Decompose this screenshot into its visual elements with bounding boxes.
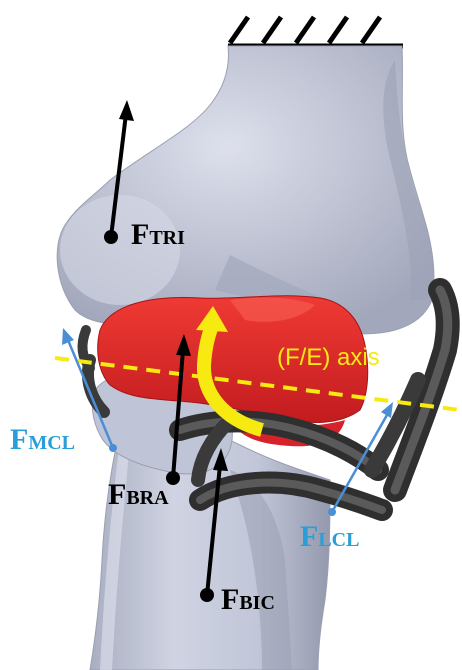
force-lcl-point (328, 508, 336, 516)
label-f-lcl: FLCL (300, 522, 359, 552)
label-f-bra-sub: BRA (126, 487, 168, 509)
label-f-bic: FBIC (221, 585, 275, 615)
label-f-tri: FTRI (131, 220, 185, 250)
force-mcl-point (109, 444, 117, 452)
force-bic-point (200, 588, 214, 602)
humerus-condyle-shade (60, 195, 180, 305)
label-f-bic-sub: BIC (239, 592, 275, 614)
label-f-mcl-sub: MCL (28, 432, 75, 454)
label-f-bra: FBRA (108, 480, 169, 510)
label-f-mcl-main: F (10, 423, 28, 456)
label-f-mcl: FMCL (10, 425, 75, 455)
label-f-tri-sub: TRI (149, 227, 185, 249)
label-fe-axis: (F/E) axis (277, 346, 380, 370)
label-f-bra-main: F (108, 478, 126, 511)
label-f-tri-main: F (131, 218, 149, 251)
label-f-lcl-main: F (300, 520, 318, 553)
fixed-support-hatch (228, 17, 403, 46)
label-f-lcl-sub: LCL (318, 529, 359, 551)
force-tri-point (104, 230, 118, 244)
label-f-bic-main: F (221, 583, 239, 616)
